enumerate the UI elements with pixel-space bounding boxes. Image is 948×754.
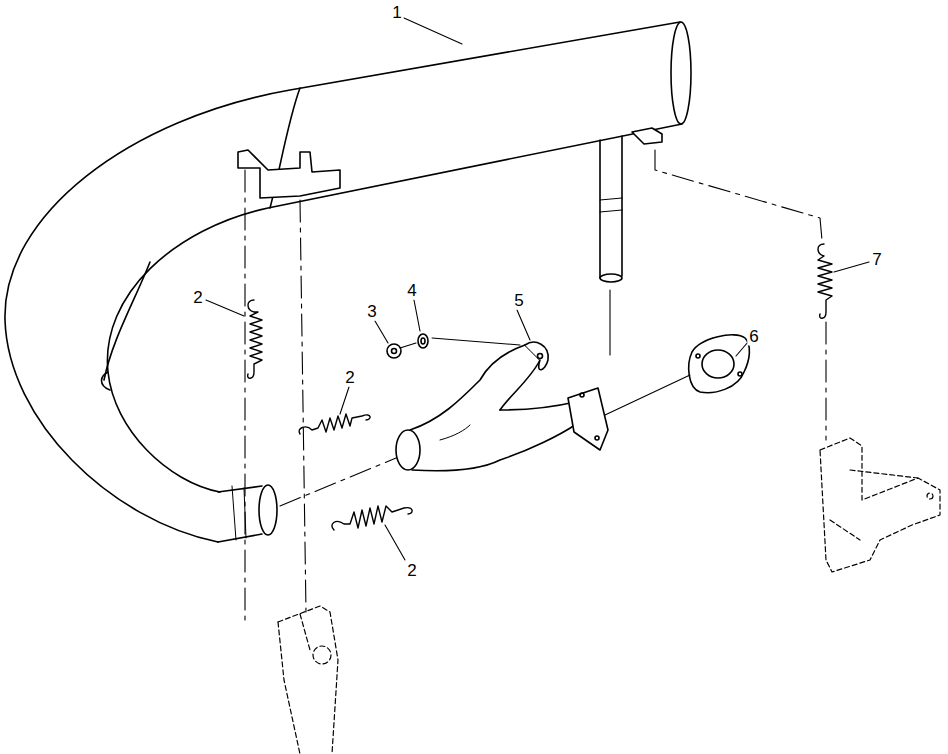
callout-number: 4 bbox=[405, 281, 418, 300]
callout-number: 2 bbox=[343, 368, 356, 387]
callout-number: 7 bbox=[870, 250, 883, 269]
callout-number: 6 bbox=[747, 327, 760, 346]
frame-brackets bbox=[278, 438, 940, 754]
callout-number: 3 bbox=[365, 302, 378, 321]
y-pipe bbox=[396, 342, 608, 470]
callout-number: 2 bbox=[191, 288, 204, 307]
leader-lines bbox=[206, 18, 869, 560]
callout-number: 5 bbox=[512, 291, 525, 310]
gasket bbox=[689, 335, 750, 393]
callout-number: 1 bbox=[390, 3, 403, 22]
assembly-lines bbox=[245, 150, 826, 620]
callout-number: 2 bbox=[405, 561, 418, 580]
springs bbox=[248, 244, 832, 530]
muffler bbox=[5, 22, 691, 542]
